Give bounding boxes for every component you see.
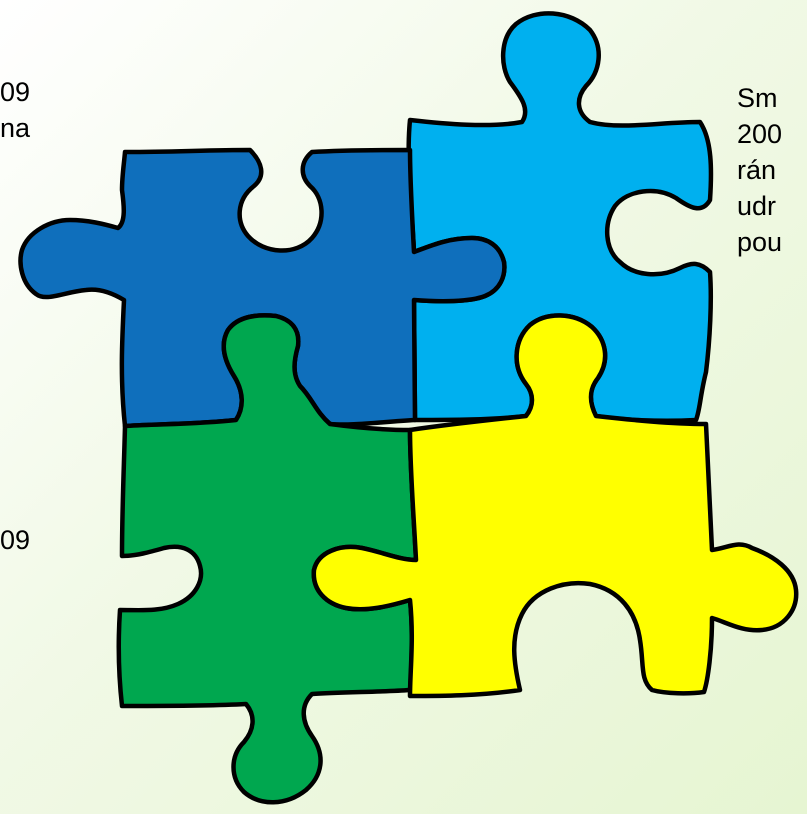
puzzle-illustration — [0, 0, 807, 814]
